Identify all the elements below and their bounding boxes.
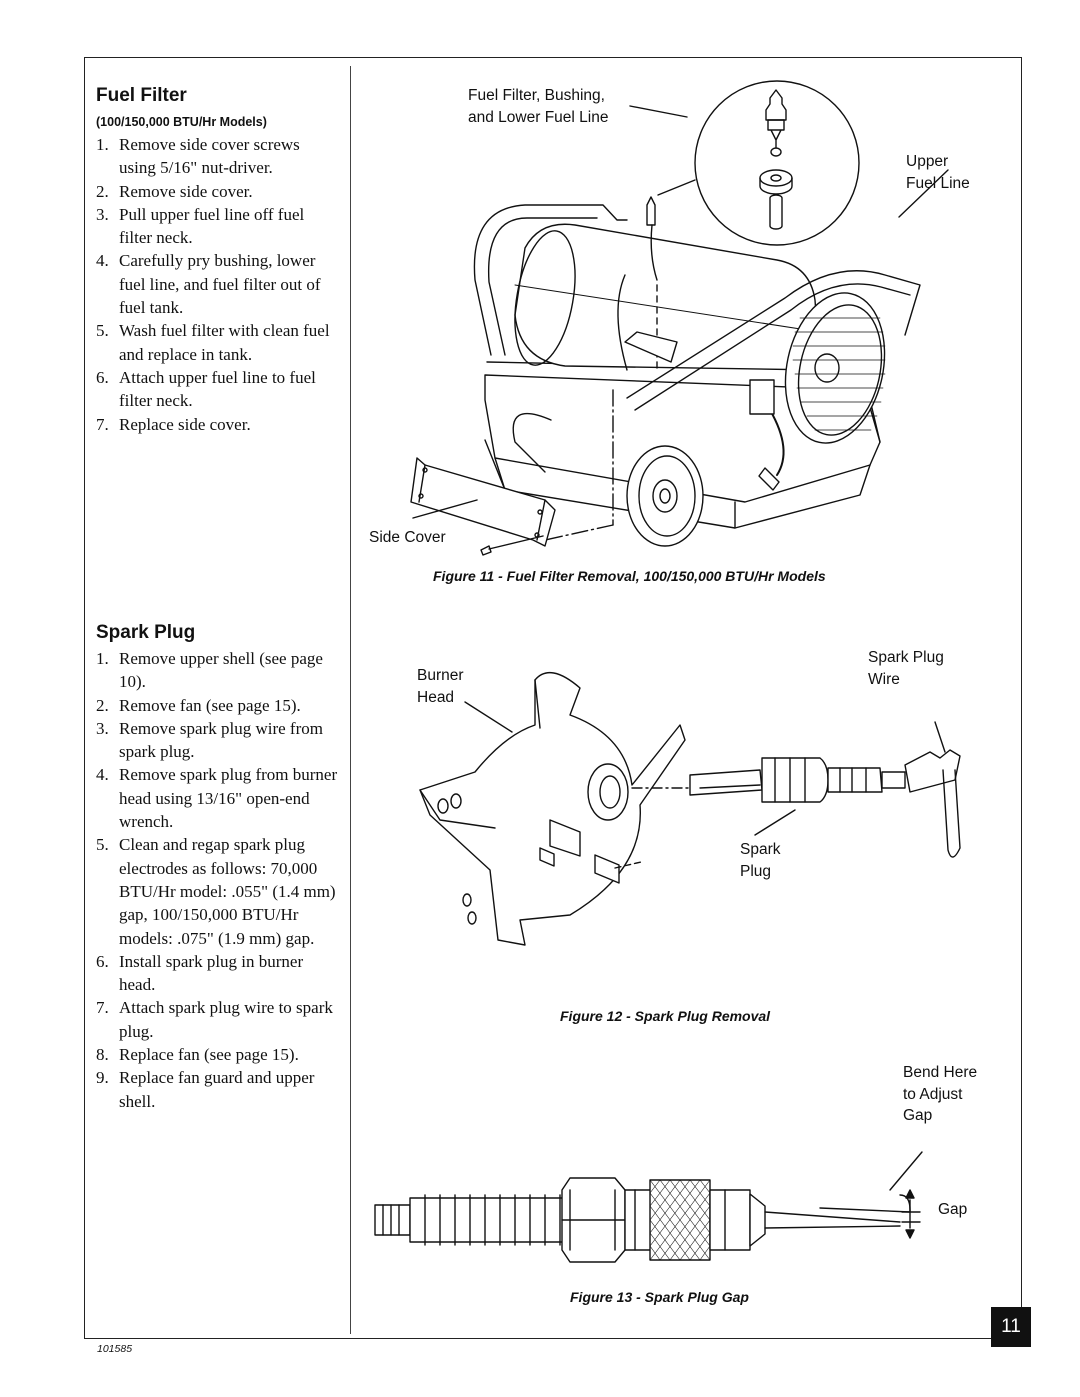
- figure-12-caption: Figure 12 - Spark Plug Removal: [560, 1008, 771, 1024]
- heater-illustration: [365, 70, 1015, 570]
- step-text: Remove side cover screws using 5/16" nut…: [119, 135, 300, 178]
- step-text: Remove spark plug from burner head using…: [119, 765, 338, 832]
- step-text: Remove upper shell (see page 10).: [119, 649, 323, 692]
- step-text: Clean and regap spark plug electrodes as…: [119, 835, 336, 948]
- step-number: 1.: [96, 649, 109, 668]
- step-number: 8.: [96, 1045, 109, 1065]
- list-item: 2. Remove side cover.: [96, 180, 338, 203]
- step-number: 3.: [96, 204, 109, 224]
- burner-head-label: Burner Head: [417, 667, 464, 706]
- spark-plug-wire-label: Spark Plug Wire: [868, 649, 944, 688]
- step-text: Wash fuel filter with clean fuel and rep…: [119, 321, 330, 364]
- list-item: 6. Attach upper fuel line to fuel filter …: [96, 366, 338, 413]
- side-cover-label: Side Cover: [369, 529, 446, 546]
- fuel-filter-bushing-label: Fuel Filter, Bushing, and Lower Fuel Lin…: [468, 87, 609, 126]
- bend-here-label: Bend Here to Adjust Gap: [903, 1064, 978, 1124]
- list-item: 3. Pull upper fuel line off fuel filter n…: [96, 203, 338, 250]
- step-text: Replace side cover.: [119, 414, 251, 434]
- list-item: 1. Remove upper shell (see page 10).: [96, 647, 338, 694]
- spark-plug-label: Spark Plug: [740, 841, 781, 880]
- step-number: 2.: [96, 695, 109, 715]
- step-text: Replace fan (see page 15).: [119, 1045, 299, 1065]
- step-text: Attach upper fuel line to fuel filter ne…: [119, 367, 316, 411]
- step-number: 5.: [96, 321, 109, 341]
- list-item: 7. Replace side cover.: [96, 413, 338, 436]
- step-number: 6.: [96, 367, 109, 387]
- step-number: 7.: [96, 998, 109, 1018]
- step-text: Replace fan guard and upper shell.: [119, 1068, 315, 1111]
- spark-plug-gap-illustration: [370, 1150, 970, 1270]
- step-text: Remove spark plug wire from spark plug.: [119, 718, 323, 762]
- step-text: Remove side cover.: [119, 181, 253, 201]
- step-text: Remove fan (see page 15).: [119, 695, 301, 715]
- list-item: 1. Remove side cover screws using 5/16" n…: [96, 133, 338, 180]
- document-number: 101585: [97, 1343, 133, 1355]
- list-item: 3. Remove spark plug wire from spark plug…: [96, 717, 338, 764]
- step-text: Install spark plug in burner head.: [119, 951, 304, 995]
- list-item: 5. Wash fuel filter with clean fuel and r…: [96, 319, 338, 366]
- list-item: 6. Install spark plug in burner head.: [96, 950, 338, 997]
- step-text: Carefully pry bushing, lower fuel line, …: [119, 251, 321, 318]
- step-number: 3.: [96, 718, 109, 738]
- spark-plug-removal-illustration: [400, 640, 1000, 940]
- step-number: 7.: [96, 414, 109, 434]
- step-number: 4.: [96, 251, 109, 271]
- step-number: 5.: [96, 835, 109, 855]
- fuel-filter-steps: 1. Remove side cover screws using 5/16" n…: [96, 133, 338, 436]
- list-item: 5. Clean and regap spark plug electrodes …: [96, 833, 338, 949]
- figure-11-caption: Figure 11 - Fuel Filter Removal, 100/150…: [433, 568, 826, 584]
- spark-plug-steps: 1. Remove upper shell (see page 10). 2. Rem…: [96, 647, 338, 1113]
- step-number: 4.: [96, 765, 109, 785]
- step-text: Attach spark plug wire to spark plug.: [119, 998, 333, 1041]
- step-number: 9.: [96, 1068, 109, 1088]
- list-item: 4. Carefully pry bushing, lower fuel line…: [96, 249, 338, 319]
- fuel-filter-heading: Fuel Filter: [96, 85, 187, 106]
- step-number: 2.: [96, 181, 109, 201]
- list-item: 7. Attach spark plug wire to spark plug.: [96, 996, 338, 1043]
- list-item: 4. Remove spark plug from burner head usi…: [96, 763, 338, 833]
- step-number: 6.: [96, 951, 109, 971]
- fuel-filter-subtitle: (100/150,000 BTU/Hr Models): [96, 115, 267, 129]
- list-item: 9. Replace fan guard and upper shell.: [96, 1066, 338, 1113]
- list-item: 8. Replace fan (see page 15).: [96, 1043, 338, 1066]
- upper-fuel-line-label: Upper Fuel Line: [906, 153, 970, 192]
- page-frame: [84, 57, 1022, 1339]
- step-number: 1.: [96, 135, 109, 154]
- gap-label: Gap: [938, 1201, 968, 1218]
- spark-plug-heading: Spark Plug: [96, 622, 196, 643]
- step-text: Pull upper fuel line off fuel filter nec…: [119, 204, 305, 248]
- list-item: 2. Remove fan (see page 15).: [96, 694, 338, 717]
- page-number: 11: [991, 1307, 1031, 1347]
- figure-13-caption: Figure 13 - Spark Plug Gap: [570, 1289, 749, 1305]
- column-divider: [350, 66, 351, 1334]
